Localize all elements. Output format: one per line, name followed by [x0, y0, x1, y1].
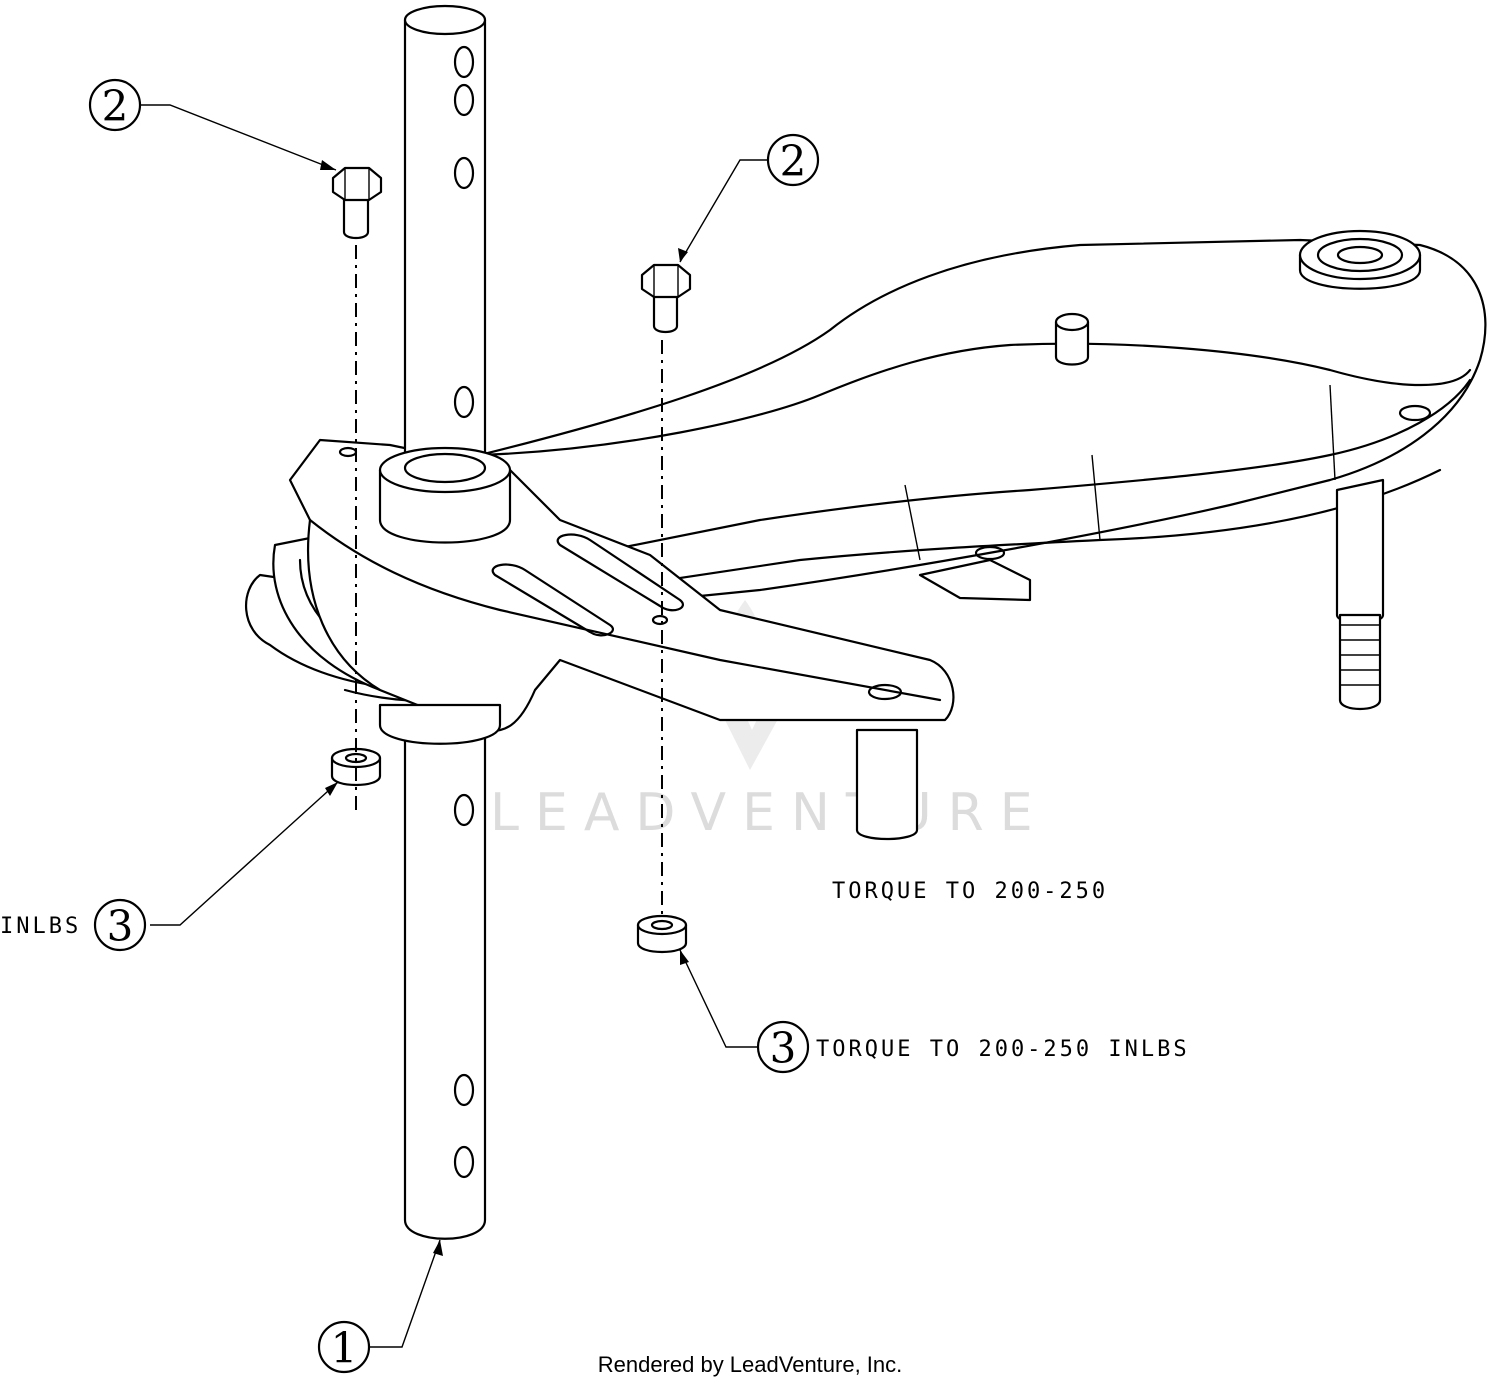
standoff-post [855, 728, 919, 841]
bolt-left [331, 166, 383, 240]
svg-text:3: 3 [107, 902, 134, 951]
callout-3-center: 3 [756, 1020, 810, 1074]
spindle [1335, 478, 1385, 711]
torque-note-left: INLBS [0, 914, 81, 939]
shaft [378, 4, 512, 1240]
callout-2-left: 2 [88, 78, 142, 132]
svg-text:3: 3 [770, 1024, 797, 1073]
leader-lines [140, 104, 768, 1348]
svg-text:2: 2 [102, 82, 129, 131]
torque-note-center: TORQUE TO 200-250 [832, 879, 1108, 904]
arm-pin [1054, 312, 1090, 366]
footer-credit: Rendered by LeadVenture, Inc. [598, 1352, 903, 1377]
bolt-center [640, 263, 692, 334]
callout-1: 1 [317, 1320, 371, 1374]
watermark-text: LEADVENTURE [490, 783, 1049, 843]
arm-assembly [298, 238, 1487, 612]
callout-3-left: 3 [93, 898, 147, 952]
nut-left [330, 747, 382, 786]
svg-text:2: 2 [780, 137, 807, 186]
nut-center [636, 914, 688, 953]
svg-text:1: 1 [331, 1324, 358, 1373]
bearing [1298, 229, 1422, 290]
callout-2-center: 2 [766, 133, 820, 187]
torque-note-right: TORQUE TO 200-250 INLBS [816, 1037, 1190, 1062]
